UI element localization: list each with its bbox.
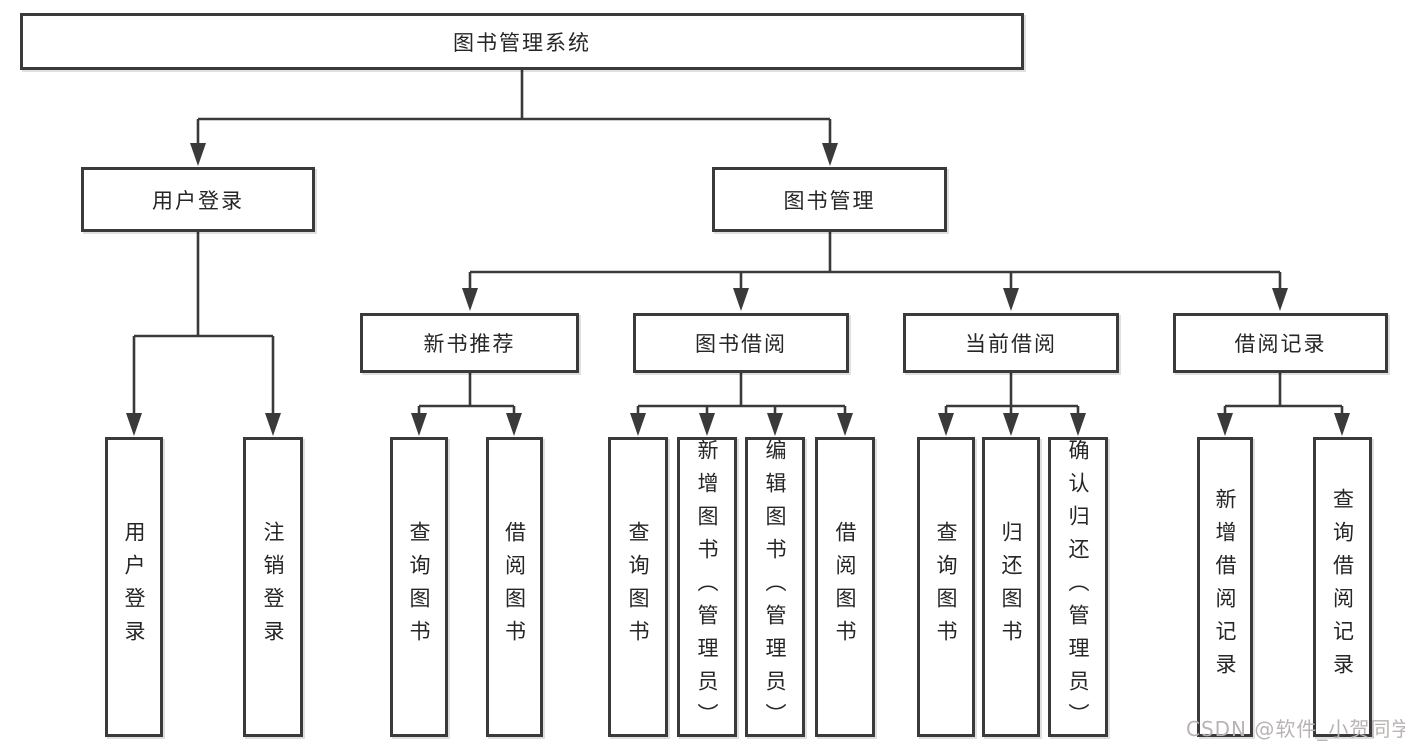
arrowhead (1070, 413, 1086, 436)
leaf-label: 编辑图书（管理员） (763, 438, 788, 736)
leaf-add-borrow-record: 新增借阅记录 (1197, 437, 1253, 737)
node-label: 当前借阅 (965, 332, 1057, 356)
leaf-label: 注销登录 (261, 521, 286, 653)
arrowhead (822, 143, 838, 166)
arrowheads (126, 143, 1350, 436)
arrowhead (506, 413, 522, 436)
connector-book-mgmt-to-level3 (468, 232, 1282, 289)
leaf-label: 新增借阅记录 (1213, 488, 1238, 686)
arrowhead (699, 413, 715, 436)
arrowhead (1003, 413, 1019, 436)
leaf-label: 确认归还（管理员） (1066, 438, 1091, 736)
arrowhead (767, 413, 783, 436)
node-book-borrowing: 图书借阅 (633, 313, 849, 373)
arrowhead (462, 288, 478, 311)
leaf-query-books-current: 查询图书 (917, 437, 975, 737)
leaf-edit-books-admin: 编辑图书（管理员） (745, 437, 805, 737)
node-label: 图书借阅 (695, 332, 787, 356)
arrowhead (938, 413, 954, 436)
node-borrowing-records: 借阅记录 (1173, 313, 1388, 373)
leaf-label: 借阅图书 (502, 521, 527, 653)
leaf-label: 查询图书 (626, 521, 651, 653)
leaf-return-books: 归还图书 (982, 437, 1040, 737)
leaf-label: 归还图书 (999, 521, 1024, 653)
node-user-login: 用户登录 (81, 167, 315, 232)
connector-new-book-to-children (417, 373, 516, 414)
node-label: 图书管理 (783, 188, 876, 213)
node-label: 用户登录 (152, 188, 244, 213)
node-label: 图书管理系统 (453, 30, 591, 55)
leaf-label: 查询图书 (407, 521, 432, 653)
arrowhead (837, 413, 853, 436)
arrowhead (630, 413, 646, 436)
leaf-label: 查询图书 (934, 521, 959, 653)
leaf-add-books-admin: 新增图书（管理员） (677, 437, 737, 737)
leaf-label: 用户登录 (122, 521, 147, 653)
connector-root-to-level2 (196, 70, 832, 144)
node-new-book-recommendation: 新书推荐 (360, 313, 579, 373)
csdn-watermark: CSDN @软件_小贺同学 (1186, 717, 1405, 741)
leaf-query-books-recommend: 查询图书 (390, 437, 448, 737)
node-library-management-system: 图书管理系统 (20, 13, 1024, 70)
node-book-management: 图书管理 (712, 167, 947, 232)
node-current-borrowing: 当前借阅 (903, 313, 1119, 373)
arrowhead (1003, 288, 1019, 311)
connector-records-to-children (1223, 373, 1344, 414)
node-label: 新书推荐 (423, 332, 516, 356)
arrowhead (733, 288, 749, 311)
connector-current-borrow-to-children (944, 373, 1080, 414)
arrowhead (126, 413, 142, 436)
node-label: 借阅记录 (1234, 332, 1327, 356)
leaf-logout: 注销登录 (243, 437, 303, 737)
arrowhead (190, 143, 206, 166)
leaf-query-books-borrowing: 查询图书 (608, 437, 668, 737)
leaf-label: 新增图书（管理员） (695, 438, 720, 736)
arrowhead (1272, 288, 1288, 311)
connector-user-login-to-children (132, 232, 275, 414)
leaf-borrow-books: 借阅图书 (815, 437, 875, 737)
arrowhead (411, 413, 427, 436)
arrowhead (1217, 413, 1233, 436)
leaf-confirm-return-admin: 确认归还（管理员） (1048, 437, 1108, 737)
connector-book-borrow-to-children (636, 373, 847, 414)
leaf-borrow-books-recommend: 借阅图书 (486, 437, 543, 737)
leaf-query-borrow-record: 查询借阅记录 (1313, 437, 1372, 737)
leaf-label: 查询借阅记录 (1330, 488, 1355, 686)
leaf-user-login: 用户登录 (105, 437, 163, 737)
arrowhead (265, 413, 281, 436)
arrowhead (1334, 413, 1350, 436)
leaf-label: 借阅图书 (833, 521, 858, 653)
